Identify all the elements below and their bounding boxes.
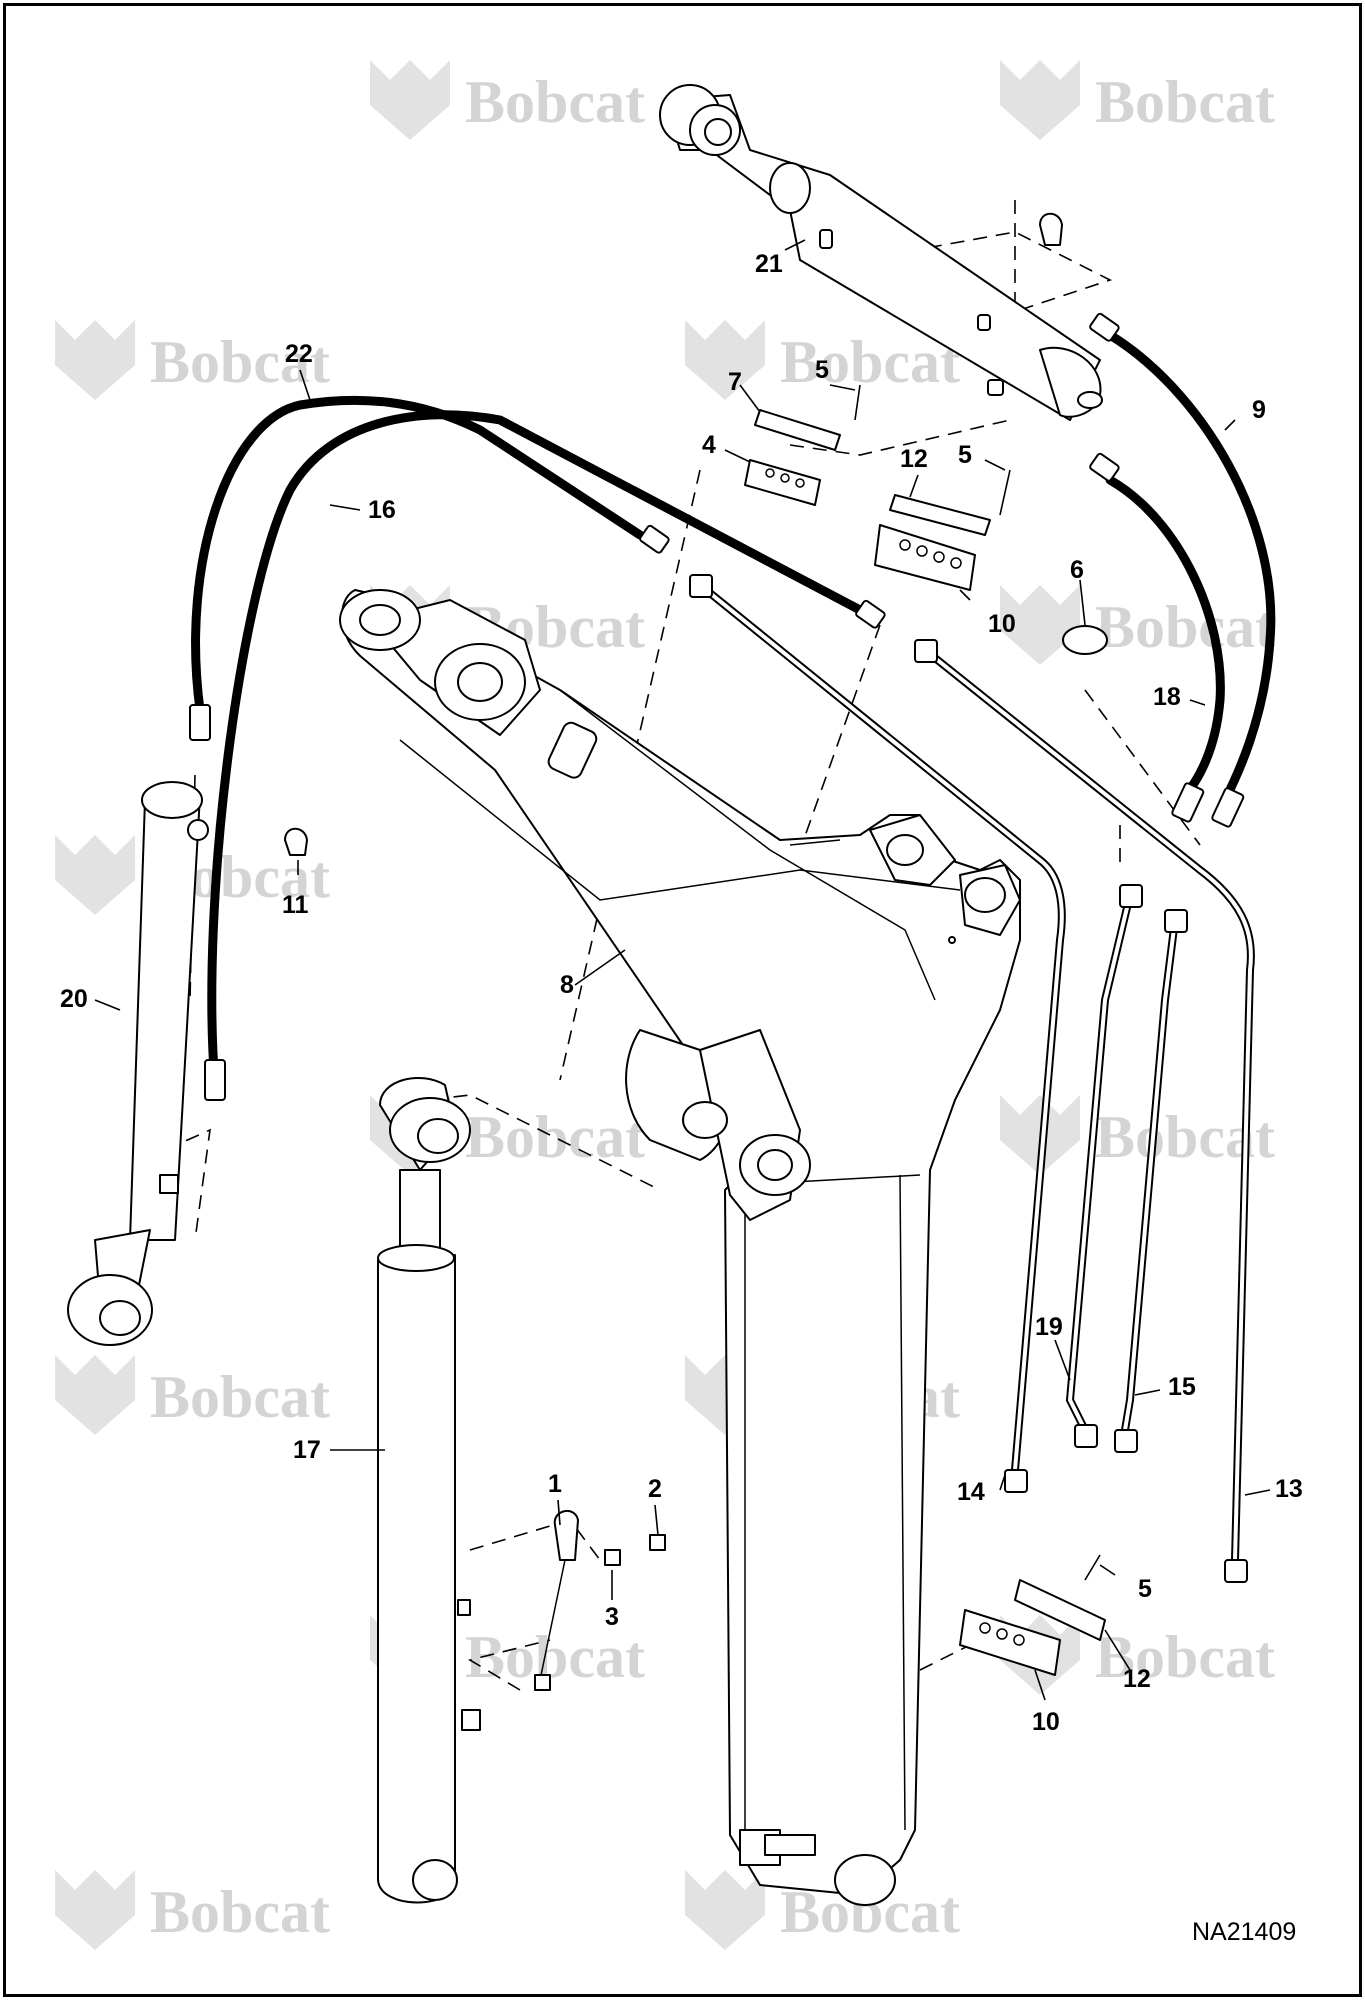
bucket-cylinder bbox=[67, 781, 209, 1346]
watermark-1: Bobcat bbox=[370, 60, 645, 140]
clamps-small-parts bbox=[284, 212, 1108, 1691]
clamp-10a bbox=[874, 524, 976, 591]
hose-22 bbox=[191, 395, 645, 715]
callout-8: 8 bbox=[560, 971, 574, 999]
callout-13: 13 bbox=[1275, 1475, 1303, 1503]
callout-5c: 5 bbox=[1138, 1575, 1152, 1603]
watermark-11: Bobcat bbox=[55, 1355, 330, 1435]
arm-cylinder bbox=[659, 84, 1103, 421]
callout-2: 2 bbox=[648, 1475, 662, 1503]
callout-7: 7 bbox=[728, 368, 742, 396]
hoses bbox=[189, 312, 1276, 1101]
p-clamp-top bbox=[1039, 212, 1063, 246]
tube-1 bbox=[553, 1510, 579, 1561]
svg-text:Bobcat: Bobcat bbox=[465, 1104, 645, 1170]
callout-10a: 10 bbox=[988, 610, 1016, 638]
hose-16 bbox=[207, 410, 865, 1090]
watermark-4: Bobcat bbox=[685, 320, 960, 400]
svg-text:Bobcat: Bobcat bbox=[465, 1624, 645, 1690]
callout-22: 22 bbox=[285, 340, 313, 368]
clamp-12b bbox=[1014, 1579, 1106, 1641]
hose-16-fitting bbox=[204, 1059, 226, 1101]
callout-12b: 12 bbox=[1123, 1665, 1151, 1693]
svg-text:Bobcat: Bobcat bbox=[1095, 594, 1275, 660]
callout-9: 9 bbox=[1252, 396, 1266, 424]
hose-18 bbox=[1105, 475, 1225, 800]
fitting-2 bbox=[649, 1534, 666, 1551]
clamp-6 bbox=[1062, 625, 1108, 655]
leader-lines bbox=[94, 239, 1271, 1701]
callout-5a: 5 bbox=[815, 356, 829, 384]
callout-20: 20 bbox=[60, 985, 88, 1013]
clamp-12a bbox=[889, 494, 991, 536]
callout-10b: 10 bbox=[1032, 1708, 1060, 1736]
callout-5b: 5 bbox=[958, 441, 972, 469]
svg-text:Bobcat: Bobcat bbox=[150, 1879, 330, 1945]
callout-15: 15 bbox=[1168, 1373, 1196, 1401]
svg-text:Bobcat: Bobcat bbox=[150, 329, 330, 395]
steel-tubes bbox=[689, 574, 1255, 1583]
svg-text:Bobcat: Bobcat bbox=[1095, 1624, 1275, 1690]
callout-17: 17 bbox=[293, 1436, 321, 1464]
boom-cylinder bbox=[377, 1076, 481, 1904]
bolt-5a bbox=[854, 384, 861, 421]
hose-9 bbox=[1105, 330, 1276, 805]
svg-text:Bobcat: Bobcat bbox=[1095, 69, 1275, 135]
watermark-2: Bobcat bbox=[1000, 60, 1275, 140]
callout-18: 18 bbox=[1153, 683, 1181, 711]
callout-14: 14 bbox=[957, 1478, 985, 1506]
callout-11: 11 bbox=[282, 891, 309, 919]
hose-22-fitting bbox=[189, 704, 211, 741]
watermark-15: Bobcat bbox=[55, 1870, 330, 1950]
clamp-7 bbox=[754, 409, 841, 451]
callout-4: 4 bbox=[702, 431, 716, 459]
clamp-10b bbox=[959, 1609, 1061, 1676]
callout-19: 19 bbox=[1035, 1313, 1063, 1341]
callout-1: 1 bbox=[548, 1470, 562, 1498]
watermark-6: Bobcat bbox=[1000, 585, 1275, 665]
clamp-4 bbox=[744, 459, 821, 506]
p-clamp-11 bbox=[284, 827, 308, 856]
callout-16: 16 bbox=[368, 496, 396, 524]
bolt-5c bbox=[1084, 1554, 1101, 1581]
fitting-3 bbox=[604, 1549, 621, 1566]
callout-labels: 21 22 16 7 4 5 12 5 10 6 9 18 11 20 8 17… bbox=[60, 250, 1303, 1736]
callout-21: 21 bbox=[755, 250, 783, 278]
watermark-3: Bobcat bbox=[55, 320, 330, 400]
bolt-5b bbox=[999, 469, 1011, 516]
callout-6: 6 bbox=[1070, 556, 1084, 584]
boom bbox=[339, 589, 1021, 1906]
svg-text:Bobcat: Bobcat bbox=[465, 69, 645, 135]
svg-text:Bobcat: Bobcat bbox=[780, 329, 960, 395]
svg-text:Bobcat: Bobcat bbox=[150, 1364, 330, 1430]
callout-12a: 12 bbox=[900, 445, 928, 473]
document-id: NA21409 bbox=[1192, 1918, 1296, 1946]
callout-3: 3 bbox=[605, 1603, 619, 1631]
